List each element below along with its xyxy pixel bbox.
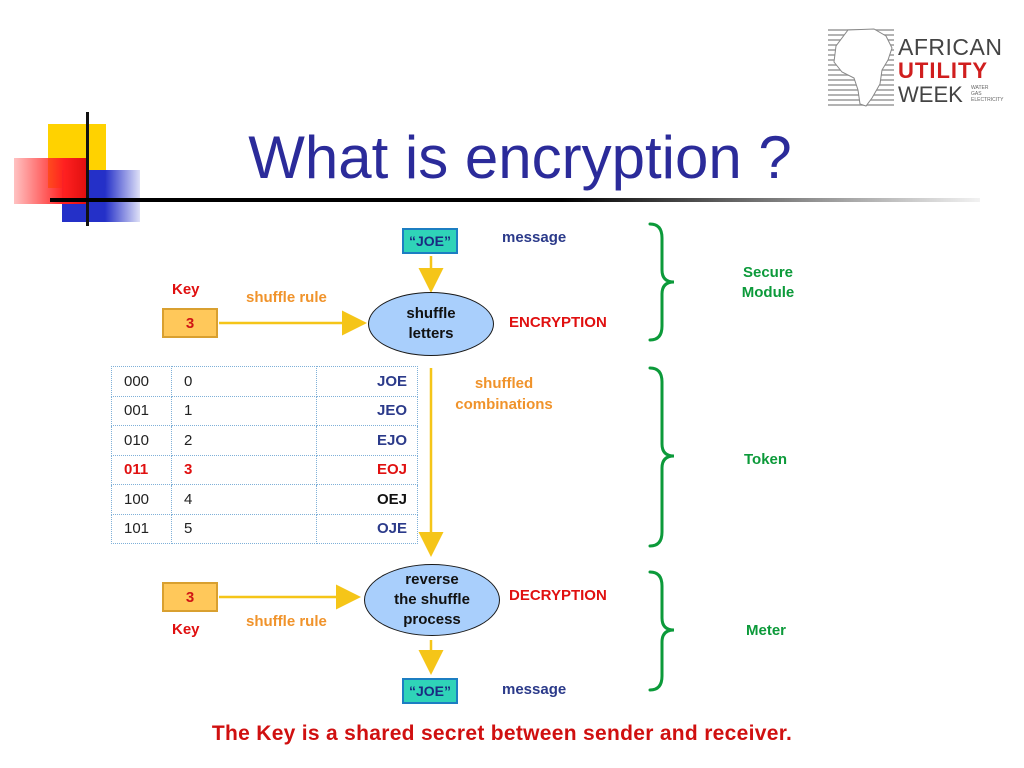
- brace-meter: [648, 570, 675, 692]
- footer-note: The Key is a shared secret between sende…: [211, 722, 793, 745]
- logo-line-week: WEEK: [898, 82, 963, 107]
- brace-token: [648, 366, 675, 548]
- table-cell-word: EJO: [316, 425, 418, 456]
- table-cell-word: EOJ: [316, 454, 418, 485]
- table-cell-dec: 3: [170, 454, 318, 485]
- meter-label: Meter: [746, 622, 787, 639]
- table-cell-dec: 0: [170, 366, 318, 397]
- table-cell-bin: 000: [111, 366, 172, 397]
- table-cell-dec: 4: [170, 484, 318, 515]
- encrypt-key-box: 3: [162, 308, 218, 338]
- decrypted-message-label: message: [502, 681, 567, 698]
- decrypted-message-box: “JOE”: [402, 678, 458, 704]
- table-cell-word: JEO: [316, 395, 418, 426]
- table-cell-bin: 011: [111, 454, 172, 485]
- table-cell-word: OEJ: [316, 484, 418, 515]
- table-cell-word: JOE: [316, 366, 418, 397]
- encrypt-key-label: Key: [172, 281, 200, 298]
- deco-red-block: [14, 158, 86, 204]
- title-underline: [50, 198, 980, 202]
- table-cell-dec: 2: [170, 425, 318, 456]
- table-cell-bin: 001: [111, 395, 172, 426]
- table-cell-bin: 100: [111, 484, 172, 515]
- brace-secure-module: [648, 222, 675, 342]
- table-cell-word: OJE: [316, 513, 418, 544]
- original-message-label: message: [502, 229, 567, 246]
- decrypt-key-box: 3: [162, 582, 218, 612]
- decrypt-key-label: Key: [172, 621, 200, 638]
- table-cell-dec: 5: [170, 513, 318, 544]
- africa-map-icon: [828, 28, 894, 107]
- logo-line-african: AFRICAN: [898, 34, 1003, 60]
- table-cell-bin: 101: [111, 513, 172, 544]
- page-title: What is encryption ?: [248, 124, 792, 191]
- original-message-box: “JOE”: [402, 228, 458, 254]
- token-label: Token: [744, 451, 788, 468]
- encryption-stage-label: ENCRYPTION: [509, 314, 607, 331]
- decryption-stage-label: DECRYPTION: [509, 587, 607, 604]
- encrypt-shuffle-rule-label: shuffle rule: [246, 289, 327, 306]
- table-cell-bin: 010: [111, 425, 172, 456]
- table-cell-dec: 1: [170, 395, 318, 426]
- decrypt-shuffle-rule-label: shuffle rule: [246, 613, 327, 630]
- deco-vertical-line: [86, 112, 89, 226]
- logo-line-utility: UTILITY: [898, 58, 989, 83]
